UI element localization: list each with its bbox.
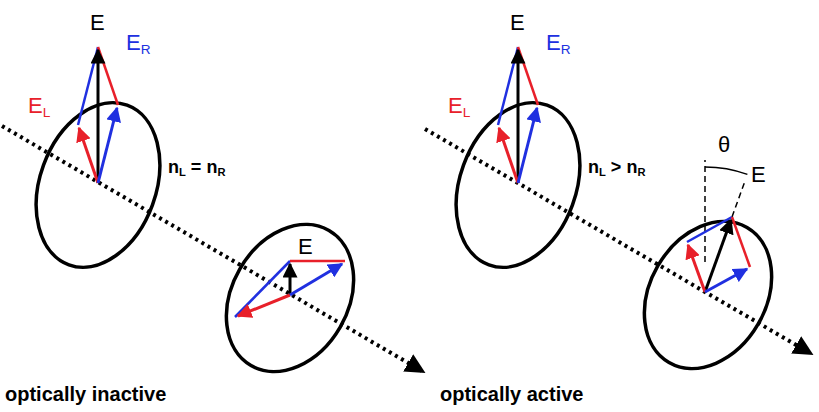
- parallelogram-side: [732, 217, 750, 267]
- subscript: R: [141, 42, 151, 57]
- right-component-label: ER: [126, 32, 151, 57]
- left-circular-vector: [688, 245, 705, 292]
- right-circular-vector: [518, 108, 537, 183]
- field-label: E: [751, 164, 766, 186]
- left-component-label: EL: [28, 95, 50, 120]
- parallelogram-side: [518, 47, 538, 105]
- rotated-axis-line: [732, 181, 745, 217]
- left-circular-vector: [79, 128, 98, 183]
- parallelogram-side: [78, 47, 98, 125]
- subscript: L: [179, 166, 186, 178]
- field-label: E: [510, 12, 525, 34]
- subscript: L: [43, 105, 51, 120]
- parallelogram-side: [235, 261, 290, 317]
- field-vector: [517, 50, 520, 183]
- propagation-axis: [2, 126, 422, 371]
- subscript: R: [637, 166, 645, 178]
- reference-line: [704, 160, 706, 262]
- subscript: R: [561, 42, 571, 57]
- right-circular-vector: [705, 269, 747, 292]
- field-vector: [289, 264, 292, 295]
- subscript: R: [217, 166, 225, 178]
- wavefront-ellipse: [201, 201, 379, 394]
- index-relation: nL > nR: [588, 158, 645, 179]
- index-relation: nL = nR: [168, 158, 225, 179]
- right-circular-vector: [98, 108, 117, 183]
- subscript: L: [599, 166, 606, 178]
- field-vector: [97, 50, 100, 183]
- left-circular-vector: [238, 295, 290, 316]
- angle-arc: [705, 167, 747, 174]
- field-label: E: [298, 236, 313, 258]
- panel-caption: optically inactive: [5, 384, 166, 404]
- wavefront-ellipse: [619, 198, 797, 391]
- panel-caption: optically active: [440, 384, 583, 404]
- left-component-label: EL: [448, 95, 470, 120]
- right-circular-vector: [290, 264, 342, 295]
- propagation-axis: [425, 129, 810, 353]
- right-component-label: ER: [546, 32, 571, 57]
- parallelogram-side: [498, 47, 518, 125]
- field-label: E: [90, 12, 105, 34]
- parallelogram-side: [290, 260, 345, 263]
- angle-label: θ: [718, 134, 730, 156]
- subscript: L: [463, 105, 471, 120]
- parallelogram-side: [98, 47, 118, 105]
- left-circular-vector: [499, 128, 518, 183]
